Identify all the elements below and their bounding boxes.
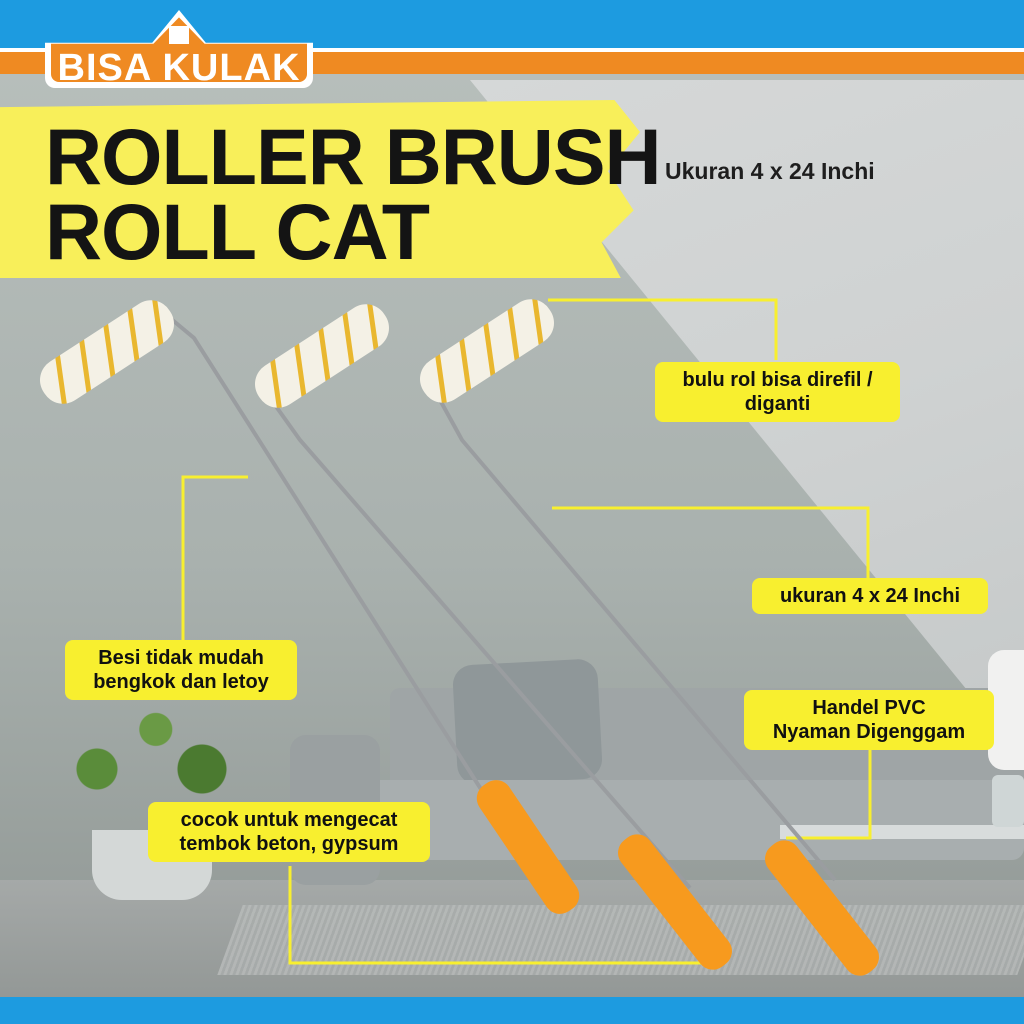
callout-surface: cocok untuk mengecat tembok beton, gypsu… [148, 802, 430, 862]
roller-1-frame [168, 316, 542, 884]
callout-line-handle [786, 750, 872, 840]
roller-2-frame [273, 403, 692, 890]
roller-3-cover [420, 299, 554, 403]
title-highlight [0, 100, 640, 278]
callout-refill: bulu rol bisa direfil / diganti [655, 362, 900, 422]
callout-line-steel [181, 475, 248, 640]
callout-refill-line-1: bulu rol bisa direfil / [682, 369, 873, 391]
callout-line-refill [548, 298, 778, 360]
callout-surface-line-1: cocok untuk mengecat [180, 809, 398, 831]
logo-window-icon [169, 26, 189, 44]
callout-lines [181, 298, 872, 965]
callout-steel-line-1: Besi tidak mudah [98, 647, 264, 669]
top-white-stripe [0, 48, 1024, 52]
callout-handle-line-1: Handel PVC [812, 697, 926, 719]
roller-2-cover [255, 304, 389, 408]
bottom-blue-bar [0, 997, 1024, 1024]
callout-surface-line-2: tembok beton, gypsum [179, 833, 399, 855]
title-line-1: ROLLER BRUSH [45, 112, 662, 201]
roller-2-handle [618, 834, 732, 970]
callout-refill-line-2: diganti [744, 393, 811, 415]
roller-1-cover [40, 300, 174, 404]
roller-3 [420, 299, 879, 976]
coffee-table [780, 825, 1024, 839]
roller-1-handle [476, 780, 580, 914]
roller-3-handle [765, 840, 879, 976]
callout-line-surface [288, 866, 705, 965]
callout-size: ukuran 4 x 24 Inchi [752, 578, 988, 614]
sofa-pillow-white [988, 650, 1024, 770]
callout-steel-line-2: bengkok dan letoy [93, 671, 269, 693]
roller-2 [255, 304, 732, 970]
brand-logo: BISA KULAK [45, 10, 313, 89]
brand-name: BISA KULAK [57, 47, 301, 89]
callout-handle-line-2: Nyaman Digenggam [772, 721, 966, 743]
callout-line-size [552, 506, 870, 578]
callout-size-line-1: ukuran 4 x 24 Inchi [779, 585, 961, 607]
callout-handle: Handel PVC Nyaman Digenggam [744, 690, 994, 750]
flower-vase [992, 775, 1024, 827]
title-line-2: ROLL CAT [45, 187, 430, 276]
size-subtitle: Ukuran 4 x 24 Inchi [665, 158, 875, 184]
callout-steel: Besi tidak mudah bengkok dan letoy [65, 640, 297, 700]
roller-3-frame [438, 399, 837, 882]
roller-1 [40, 300, 580, 914]
